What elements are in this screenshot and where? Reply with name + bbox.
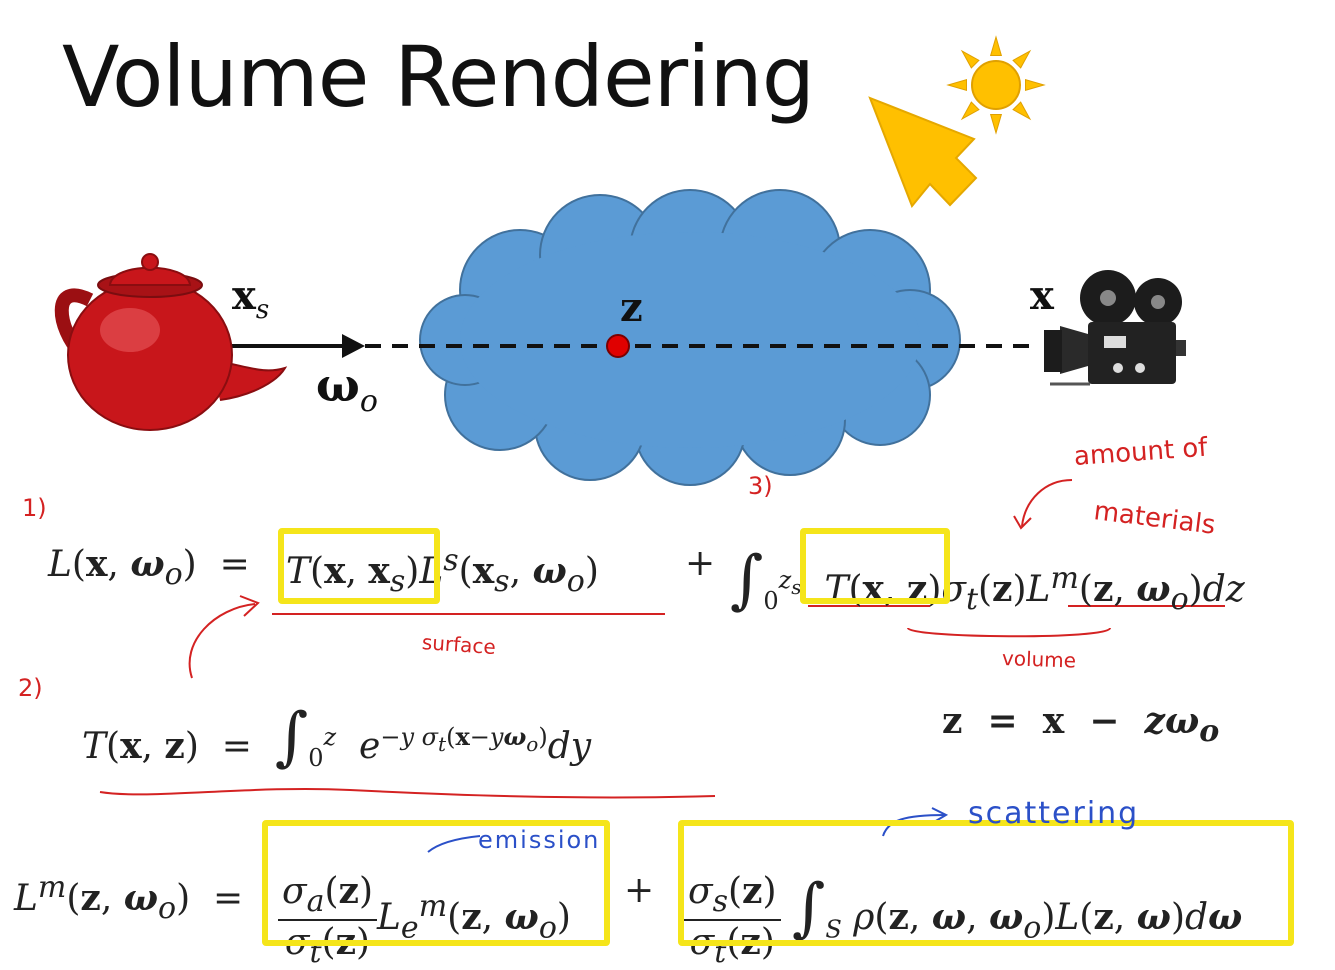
highlight-volume-transmittance (800, 528, 950, 604)
sun-disc (971, 60, 1021, 110)
point-z (606, 334, 630, 358)
cloud-body (460, 232, 920, 448)
equation-1-lhs: L(x, ωo) = (48, 543, 250, 593)
label-omega: ωo (316, 358, 378, 419)
scattering-arrow (882, 814, 946, 837)
annotation-scattering: scattering (968, 796, 1140, 831)
equation-4-scattering: σs(z)σt(z) ∫S ρ(z, ω, ωo)L(z, ω)dω (684, 870, 1242, 970)
light-arrow-icon (868, 96, 978, 208)
equation-4-plus: + (624, 870, 655, 911)
label-xs-main: x (232, 272, 256, 319)
sun-icon (946, 35, 1046, 135)
highlight-surface-transmittance (278, 528, 440, 604)
amount-arrow-head (1013, 515, 1032, 530)
sun-ray (989, 35, 1003, 56)
equation-3: z = x − zωo (942, 700, 1220, 750)
volume-brace (907, 627, 1111, 638)
sun-ray (960, 49, 980, 69)
annotation-2: 2) (18, 674, 43, 702)
camera-icon (1044, 270, 1186, 386)
sun-ray (989, 114, 1003, 135)
eq2-underline (99, 787, 716, 799)
equation-1-plus: + (685, 543, 716, 584)
surface-arrow (188, 603, 256, 679)
sun-ray (960, 101, 980, 121)
annotation-surface: surface (421, 630, 497, 660)
highlight-scattering (678, 820, 1294, 946)
omega-arrow-head (342, 334, 365, 358)
sun-ray (946, 78, 967, 92)
slide-title: Volume Rendering (62, 28, 815, 126)
label-omega-main: ω (316, 358, 360, 412)
sun-ray (1012, 101, 1032, 121)
surface-arrow-head (239, 595, 260, 617)
annotation-1: 1) (22, 494, 47, 522)
sun-ray (1025, 78, 1046, 92)
emission-arrow (427, 835, 481, 853)
label-xs-sub: s (255, 295, 270, 325)
label-x: x (1030, 272, 1054, 319)
teapot-icon (54, 253, 288, 431)
label-xs: xs (232, 272, 269, 325)
scattering-arrow-head (931, 807, 949, 823)
annotation-volume: volume (1001, 646, 1077, 673)
label-z: z (620, 284, 643, 331)
equation-4-lhs: Lm(z, ωo) = (14, 870, 244, 927)
sun-ray (1012, 49, 1032, 69)
annotation-3: 3) (748, 472, 773, 500)
highlight-emission (262, 820, 610, 946)
annotation-emission: emission (478, 826, 601, 854)
sun-rays (946, 35, 1046, 135)
label-omega-sub: o (359, 384, 378, 420)
equation-4-emission: σa(z)σt(z)Lem(z, ωo) (278, 870, 571, 970)
amount-arrow (1021, 479, 1073, 527)
equation-2: T(x, z) = ∫0z e−y σt(x−yωo)dy (82, 700, 592, 774)
equation-1-surface: T(x, xs)Ls(xs, ωo) (286, 543, 599, 600)
